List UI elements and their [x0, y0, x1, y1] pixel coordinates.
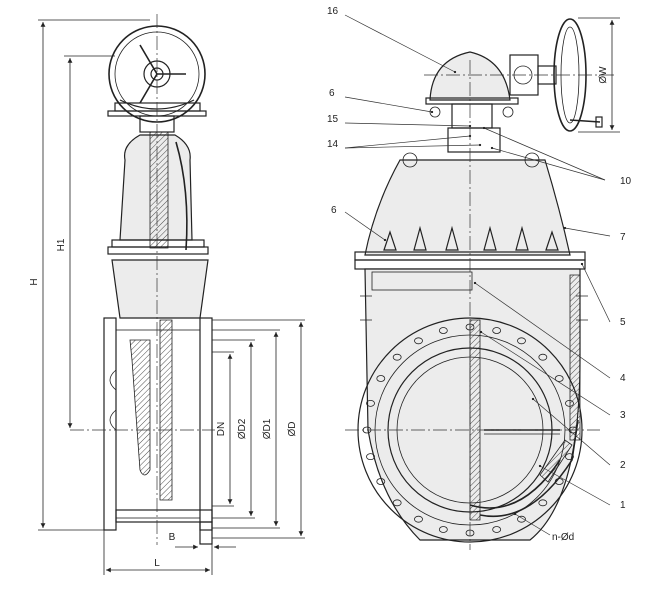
dim-label-D: ØD	[287, 422, 298, 437]
bolt-hole	[414, 337, 423, 345]
bolt-hole	[554, 375, 564, 382]
front-view: ØW	[327, 6, 632, 550]
callout-7: 7	[620, 232, 626, 243]
dim-label-H1: H1	[56, 238, 67, 251]
dim-label-H: H	[29, 278, 40, 285]
callout-3: 3	[620, 410, 626, 421]
dimension-L: L	[103, 530, 213, 575]
bolt-hole	[565, 453, 574, 461]
body-left	[103, 259, 213, 545]
bolt-hole	[538, 499, 548, 507]
bolt-hole	[376, 375, 386, 382]
dim-label-D2: ØD2	[237, 418, 248, 439]
part-callouts: 16 6 15 14 10 6 7 5 4 3 2 1	[327, 6, 632, 543]
dim-label-D1: ØD1	[262, 418, 273, 439]
callout-6-top: 6	[329, 88, 335, 99]
bolt-hole	[376, 478, 386, 485]
callout-2: 2	[620, 460, 626, 471]
dim-label-L: L	[154, 558, 160, 569]
dim-label-DN: DN	[216, 422, 227, 436]
dim-label-B: B	[169, 532, 176, 543]
bolt-hole	[492, 526, 502, 533]
gearbox	[424, 18, 615, 132]
dimension-diameters: DN ØD2 ØD1 ØD	[212, 319, 305, 539]
dimension-H: H	[29, 19, 150, 531]
callout-1: 1	[620, 500, 626, 511]
callout-16: 16	[327, 6, 339, 17]
callout-4: 4	[620, 373, 626, 384]
bolt-hole	[438, 526, 448, 533]
bolt-hole	[366, 399, 375, 407]
bonnet-left	[107, 115, 209, 255]
callout-15: 15	[327, 114, 339, 125]
dimension-H1: H1	[56, 55, 115, 428]
bolt-hole	[366, 453, 375, 461]
bolt-hole	[392, 353, 402, 361]
callout-bolts: n-Ød	[552, 532, 574, 543]
section-view: H H1 L B	[29, 14, 305, 575]
bolt-hole	[538, 353, 548, 361]
bolt-hole	[517, 337, 526, 345]
dimension-B: B	[169, 532, 236, 550]
callout-10: 10	[620, 176, 632, 187]
bolt-hole	[438, 327, 448, 334]
callout-6-bolts: 6	[331, 205, 337, 216]
dim-label-W: ØW	[598, 66, 609, 84]
dimension-W: ØW	[578, 17, 620, 133]
callout-14: 14	[327, 139, 339, 150]
bolt-hole	[517, 515, 526, 523]
bolt-hole	[492, 327, 502, 334]
bolt-hole	[565, 399, 574, 407]
bolt-hole	[414, 515, 423, 523]
callout-5: 5	[620, 317, 626, 328]
bolt-hole	[392, 499, 402, 507]
